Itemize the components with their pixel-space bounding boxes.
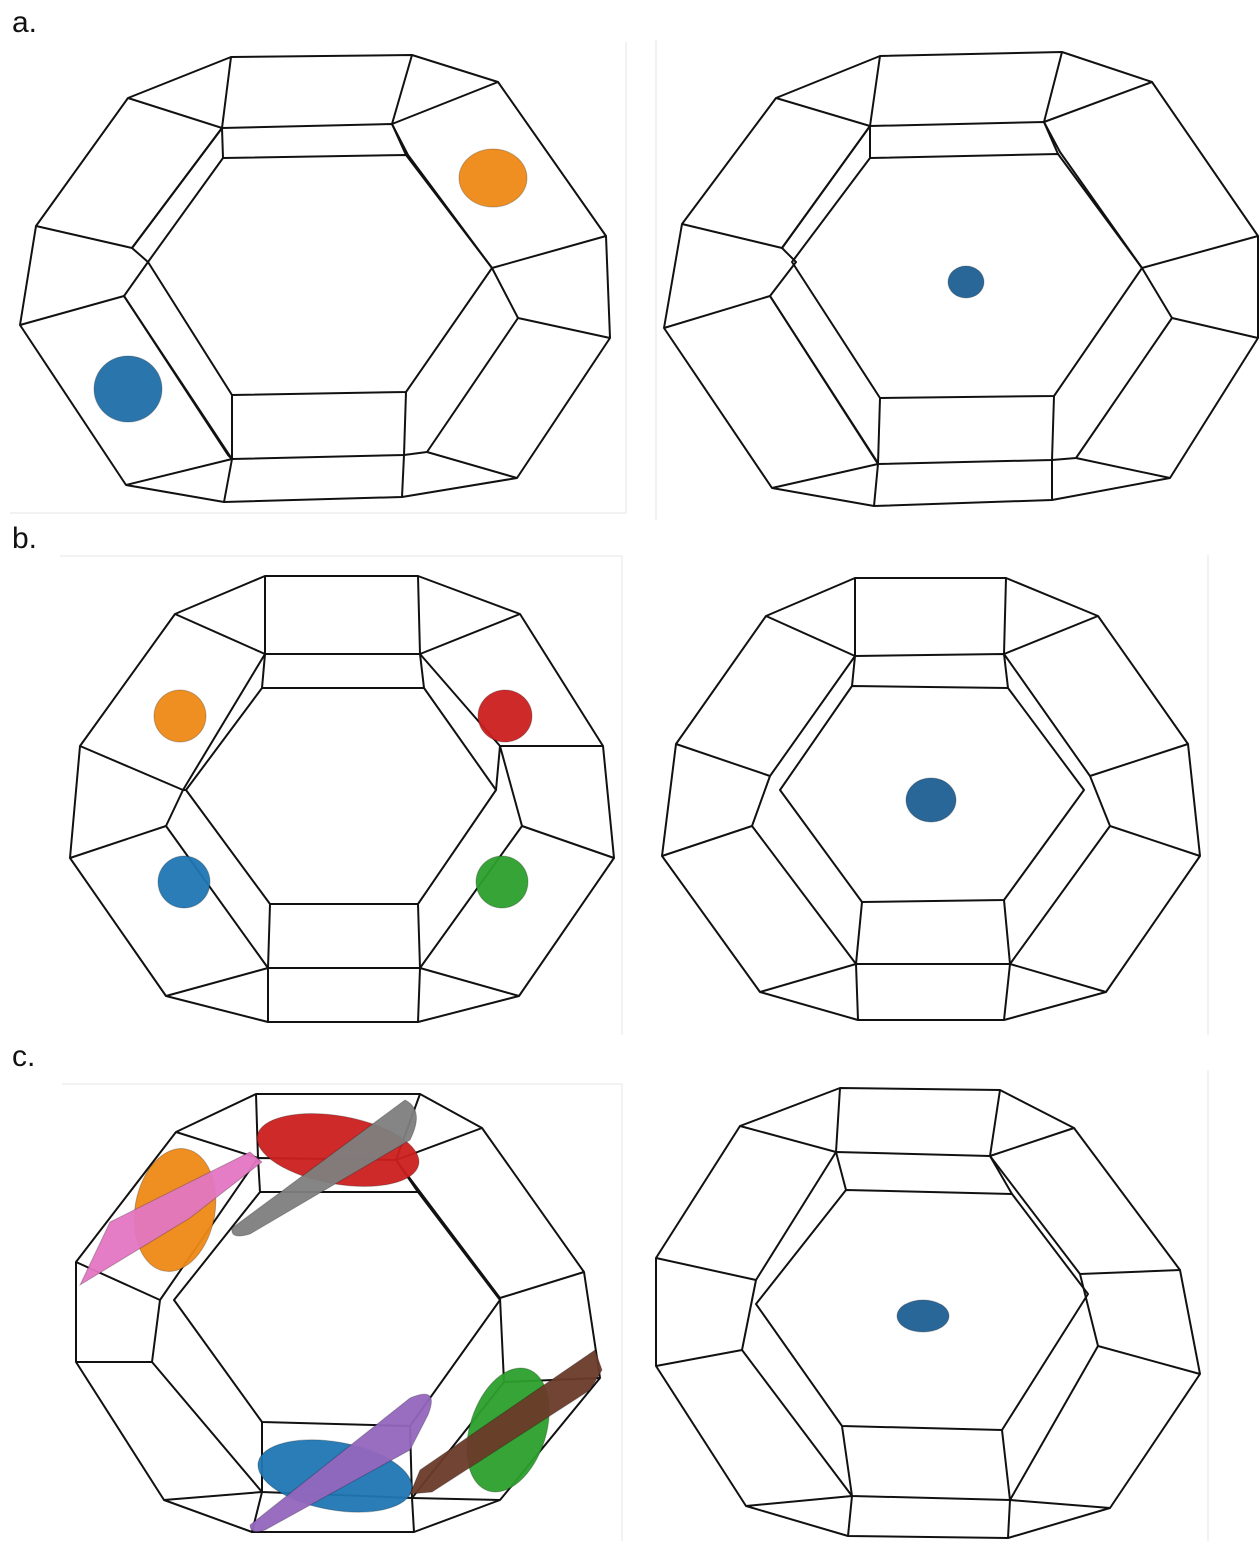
pocket-red-b-left bbox=[477, 689, 533, 743]
pocket-green-b-left bbox=[475, 855, 529, 909]
brillouin-zone-a-right bbox=[655, 40, 1259, 520]
tube-purple-c-left bbox=[249, 1393, 432, 1533]
row-label-b: b. bbox=[12, 522, 38, 555]
tube-brown-c-left bbox=[409, 1349, 603, 1495]
row-label-a: a. bbox=[12, 6, 38, 39]
brillouin-zone-c-left bbox=[62, 1083, 623, 1541]
pocket-blue-a-right bbox=[947, 265, 985, 299]
tube-gray-c-left bbox=[231, 1099, 417, 1237]
pocket-orange-b-left bbox=[153, 689, 207, 743]
pocket-blue-b-right bbox=[905, 777, 957, 823]
brillouin-zone-a-left bbox=[10, 42, 627, 514]
pocket-blue-a-left bbox=[93, 355, 163, 423]
row-label-c: c. bbox=[12, 1040, 36, 1073]
brillouin-zone-c-right bbox=[655, 1070, 1209, 1541]
pocket-blue-b-left bbox=[157, 855, 211, 909]
pocket-blue-c-right bbox=[896, 1299, 950, 1333]
brillouin-zone-b-left bbox=[60, 555, 623, 1035]
wireframe-a-left bbox=[19, 54, 611, 503]
tube-pink-c-left bbox=[78, 1151, 263, 1287]
brillouin-zone-b-right bbox=[661, 555, 1209, 1035]
pocket-orange-a-left bbox=[458, 148, 528, 208]
